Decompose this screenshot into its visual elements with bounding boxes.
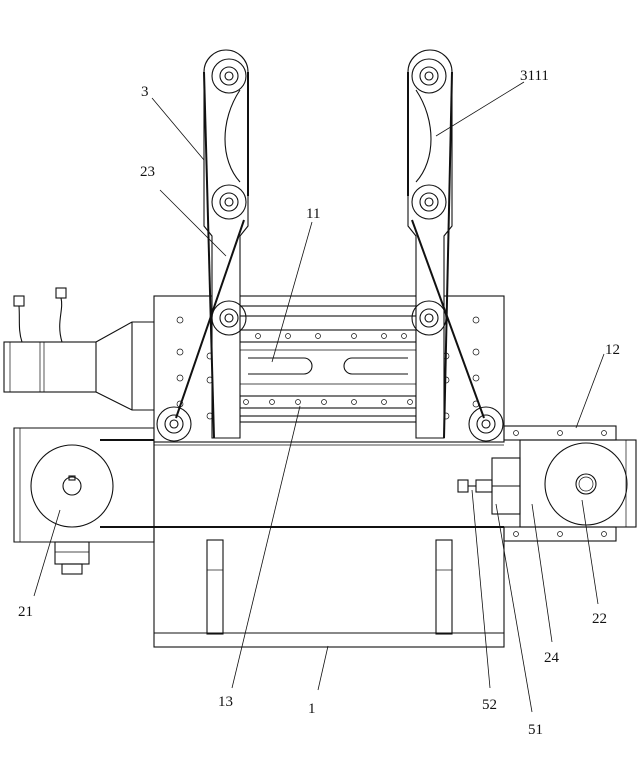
label-11: 11 (306, 206, 320, 222)
label-1: 1 (308, 701, 316, 717)
base-frame (153, 526, 505, 648)
callout-labels: 3 3111 23 11 12 21 22 24 13 1 52 51 (18, 68, 620, 738)
right-arm (407, 49, 504, 442)
left-arm (156, 49, 249, 442)
label-24: 24 (544, 650, 560, 666)
main-conveyor (100, 439, 504, 528)
left-pulley-assembly (13, 427, 155, 575)
label-13: 13 (218, 694, 233, 710)
right-pulley-assembly (457, 425, 637, 542)
center-guide (153, 295, 505, 443)
label-23: 23 (140, 164, 155, 180)
leader-lines (33, 81, 605, 713)
left-side-motor (3, 287, 154, 411)
label-3111: 3111 (520, 68, 549, 84)
label-52: 52 (482, 697, 497, 713)
label-22: 22 (592, 611, 607, 627)
label-21: 21 (18, 604, 33, 620)
label-3: 3 (141, 84, 149, 100)
label-51: 51 (528, 722, 543, 738)
label-12: 12 (605, 342, 620, 358)
